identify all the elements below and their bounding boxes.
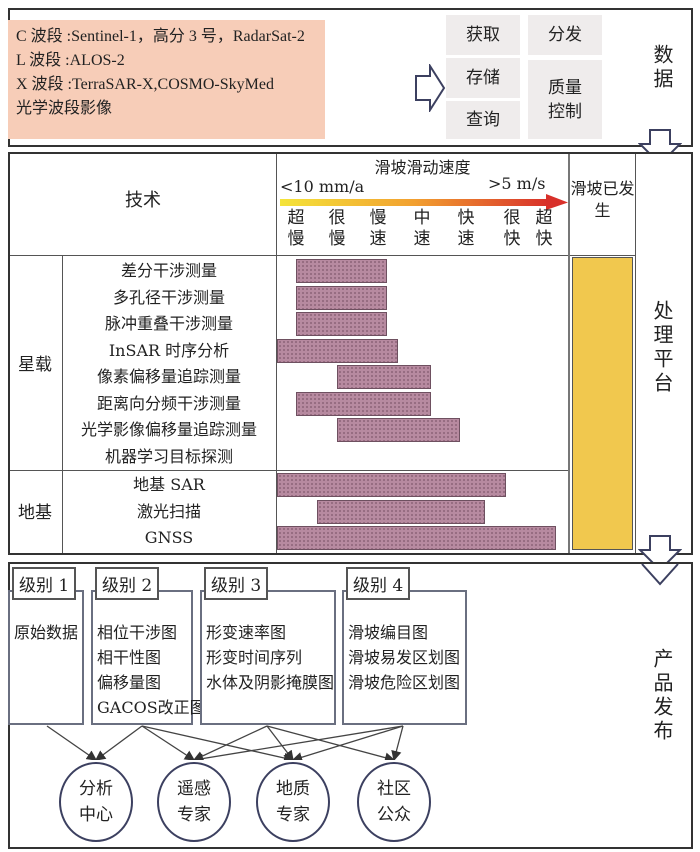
technique-label: 脉冲重叠干涉测量 <box>104 314 233 333</box>
product-level-tab: 级别 4 <box>346 567 411 600</box>
technique-label: 光学影像偏移量追踪测量 <box>80 420 257 439</box>
product-item: 滑坡危险区划图 <box>348 673 461 692</box>
technique-speed-bar <box>277 526 556 550</box>
technique-speed-bar <box>277 338 398 363</box>
technique-label: InSAR 时序分析 <box>108 340 230 360</box>
function-query: 查询 <box>446 101 520 139</box>
technique-speed-bar <box>295 285 388 310</box>
product-item: 相干性图 <box>97 648 162 667</box>
product-level-box: 形变速率图形变时间序列水体及阴影掩膜图 <box>200 590 336 725</box>
down-arrow-icon <box>641 563 679 586</box>
link-arrow <box>192 725 268 760</box>
user-label-line: 社区 <box>377 779 411 799</box>
technique-speed-bar <box>277 473 506 497</box>
products-label: 产品发布 <box>650 648 674 744</box>
user-node: 分析中心 <box>59 762 133 842</box>
function-store: 存储 <box>446 58 520 98</box>
occurred-bar <box>572 257 633 550</box>
product-level-box: 原始数据 <box>8 590 84 725</box>
group-label-ground: 地基 <box>18 503 52 523</box>
link-arrow <box>141 725 295 760</box>
technique-label: 差分干涉测量 <box>120 261 217 280</box>
link-arrow <box>266 725 396 760</box>
user-node: 遥感专家 <box>157 762 231 842</box>
down-arrow-icon <box>638 535 682 572</box>
user-node: 地质专家 <box>256 762 330 842</box>
data-sources-box: C 波段 :Sentinel-1，高分 3 号，RadarSat-2 L 波段 … <box>8 20 325 139</box>
group-label-spaceborne: 星载 <box>18 355 52 375</box>
function-quality-control: 质量控制 <box>528 60 602 139</box>
speed-title: 滑坡滑动速度 <box>374 158 471 177</box>
speed-max: >5 m/s <box>488 174 546 193</box>
link-arrow <box>266 725 294 760</box>
link-arrow <box>391 725 404 760</box>
product-item: 形变速率图 <box>206 623 287 642</box>
product-level-box: 相位干涉图相干性图偏移量图 GACOS改正图 <box>91 590 206 725</box>
product-item: 原始数据 <box>14 623 79 642</box>
technique-speed-bar <box>295 312 388 336</box>
source-c-band: C 波段 :Sentinel-1，高分 3 号，RadarSat-2 <box>16 28 305 45</box>
link-arrow <box>291 725 404 760</box>
product-level-tab: 级别 2 <box>95 567 160 600</box>
speed-class-label: 快速 <box>457 208 475 249</box>
technique-label: 机器学习目标探测 <box>104 446 233 466</box>
technique-speed-bar <box>337 365 431 389</box>
technique-label: GNSS <box>144 528 194 547</box>
speed-gradient-arrow <box>280 194 568 210</box>
link-arrow <box>46 725 98 760</box>
speed-min: <10 mm/a <box>280 177 365 196</box>
technique-speed-bar <box>295 391 431 416</box>
source-l-band: L 波段 :ALOS-2 <box>16 52 125 69</box>
product-item: 相位干涉图 <box>97 623 178 642</box>
user-label-line: 专家 <box>276 805 310 825</box>
processing-label: 处理平台 <box>650 300 674 396</box>
technique-label: 像素偏移量追踪测量 <box>96 367 241 386</box>
product-item: 形变时间序列 <box>206 648 303 667</box>
user-label-line: 遥感 <box>177 779 211 799</box>
product-level-tab: 级别 3 <box>204 567 269 600</box>
user-label-line: 专家 <box>177 805 211 825</box>
tech-header: 技术 <box>125 190 161 211</box>
function-distribute: 分发 <box>528 15 602 55</box>
product-level-tab: 级别 1 <box>12 567 77 600</box>
link-arrow <box>192 725 404 760</box>
user-label-line: 中心 <box>79 805 113 825</box>
technique-label: 距离向分频干涉测量 <box>96 393 241 413</box>
data-label: 数据 <box>650 44 674 92</box>
link-arrow <box>94 725 143 760</box>
speed-class-label: 很慢 <box>328 208 346 249</box>
speed-class-label: 慢速 <box>369 208 387 249</box>
technique-speed-bar <box>337 418 461 442</box>
link-arrow <box>141 725 196 760</box>
product-item: 偏移量图 <box>97 673 162 692</box>
product-item: 滑坡易发区划图 <box>348 648 461 667</box>
technique-speed-bar <box>316 499 485 524</box>
speed-class-label: 很快 <box>503 208 521 249</box>
technique-label: 地基 SAR <box>133 475 205 494</box>
user-label-line: 公众 <box>377 805 411 825</box>
speed-class-label: 中速 <box>413 208 431 249</box>
source-x-band: X 波段 :TerraSAR-X,COSMO-SkyMed <box>16 76 274 93</box>
user-label-line: 地质 <box>276 779 310 799</box>
occurred-header: 滑坡已发生 <box>570 179 635 220</box>
technique-label: 激光扫描 <box>136 501 201 521</box>
product-item: GACOS改正图 <box>97 698 206 717</box>
right-arrow-icon <box>415 64 446 112</box>
source-optical: 光学波段影像 <box>16 100 113 117</box>
function-acquire: 获取 <box>446 15 520 55</box>
technique-speed-bar <box>295 259 388 283</box>
user-label-line: 分析 <box>79 779 113 799</box>
product-item: 滑坡编目图 <box>348 623 429 642</box>
speed-class-label: 超慢 <box>287 208 305 249</box>
link-arrows <box>46 725 404 760</box>
product-item: 水体及阴影掩膜图 <box>206 673 335 692</box>
speed-class-label: 超快 <box>535 208 553 249</box>
user-node: 社区公众 <box>357 762 431 842</box>
product-level-box: 滑坡编目图滑坡易发区划图滑坡危险区划图 <box>342 590 467 725</box>
technique-label: 多孔径干涉测量 <box>112 287 225 307</box>
